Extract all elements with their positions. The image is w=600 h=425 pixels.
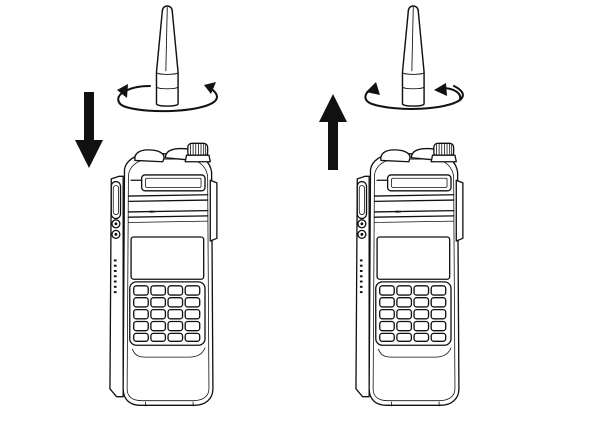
radio-left-brand-label: MK [150,210,156,214]
arrow-down-icon [75,92,103,168]
rotate-arrow-icon [364,82,464,110]
panel-remove: MK [319,5,464,407]
radio-right: MK [355,142,464,407]
antenna-right [401,5,425,107]
arrow-up-icon [319,94,347,170]
rotate-arrow-icon [117,82,218,113]
antenna-left [155,5,179,107]
radio-left: MK [109,142,218,407]
radio-right-brand-label: MK [396,210,402,214]
panel-install: MK [75,5,218,407]
